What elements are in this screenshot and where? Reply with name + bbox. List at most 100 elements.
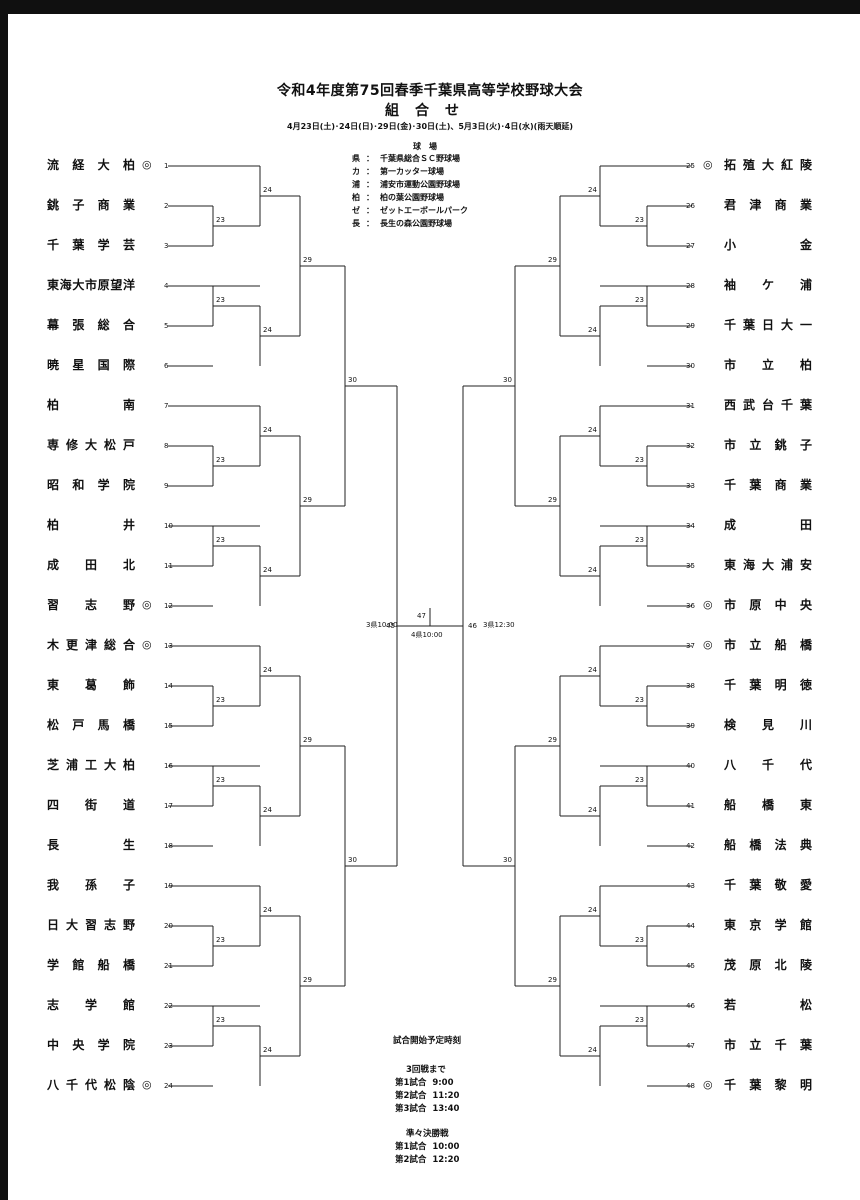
team-name: 八千代: [724, 758, 812, 772]
team-name: 東葛飾: [47, 678, 135, 692]
team-name: 検見川: [724, 718, 812, 732]
team-name: 成田北: [47, 558, 135, 572]
team-number: 38: [686, 682, 695, 690]
round-date-label: 29: [303, 256, 312, 264]
team-name: 昭和学院: [47, 478, 135, 492]
round-date-label: 24: [588, 806, 597, 814]
team-name: 習志野: [47, 598, 135, 612]
tournament-dates: 4月23日(土)･24日(日)･29日(金)･30日(土)、5月3日(火)･4日…: [287, 122, 573, 131]
schedule-row: 第1試合 10:00: [395, 1142, 460, 1152]
team-number: 17: [164, 802, 173, 810]
team-number: 34: [686, 522, 695, 530]
team-number: 48: [686, 1082, 695, 1090]
team-number: 39: [686, 722, 695, 730]
semifinal-left-date: 45: [386, 622, 395, 630]
team-number: 2: [164, 202, 169, 210]
team-name: 四街道: [47, 798, 135, 812]
team-number: 15: [164, 722, 173, 730]
semifinal-left-label: 3県10:00: [366, 621, 398, 629]
round-date-label: 29: [548, 256, 557, 264]
team-number: 43: [686, 882, 695, 890]
round-date-label: 23: [635, 696, 644, 704]
team-name: 市立銚子: [724, 438, 812, 452]
team-name: 千葉敬愛: [724, 878, 812, 892]
team-name: 船橋東: [724, 798, 812, 812]
round-date-label: 29: [548, 496, 557, 504]
team-number: 33: [686, 482, 695, 490]
team-name: 松戸馬橋: [47, 718, 135, 732]
round-date-label: 24: [263, 186, 272, 194]
seed-mark: ◎: [703, 1078, 713, 1091]
bracket-sheet: [8, 14, 860, 1200]
schedule-heading: 試合開始予定時刻: [393, 1036, 462, 1046]
team-name: 長生: [47, 838, 135, 852]
team-number: 8: [164, 442, 169, 450]
team-number: 18: [164, 842, 173, 850]
team-number: 3: [164, 242, 169, 250]
team-name: 船橋法典: [724, 838, 812, 852]
team-name: 我孫子: [47, 878, 135, 892]
team-number: 4: [164, 282, 169, 290]
round-date-label: 23: [635, 936, 644, 944]
team-number: 47: [686, 1042, 695, 1050]
round-date-label: 23: [216, 776, 225, 784]
venue-item: 県：千葉県総合ＳＣ野球場: [352, 154, 460, 163]
final-label: 4県10:00: [411, 631, 443, 639]
team-number: 5: [164, 322, 169, 330]
round-date-label: 30: [503, 856, 512, 864]
team-name: 柏井: [47, 518, 135, 532]
team-name: 学館船橋: [47, 958, 135, 972]
round-date-label: 30: [348, 856, 357, 864]
team-name: 暁星国際: [47, 358, 135, 372]
page-subtitle: 組合せ: [385, 103, 475, 119]
round-date-label: 30: [348, 376, 357, 384]
team-name: 千葉学芸: [47, 238, 135, 252]
team-name: 芝浦工大柏: [47, 758, 135, 772]
team-name: 中央学院: [47, 1038, 135, 1052]
round-date-label: 23: [635, 216, 644, 224]
round-date-label: 24: [263, 666, 272, 674]
team-number: 1: [164, 162, 169, 170]
venue-item: カ：第一カッター球場: [352, 167, 444, 176]
team-name: 幕張総合: [47, 318, 135, 332]
team-name: 市原中央: [724, 598, 812, 612]
round-date-label: 24: [588, 566, 597, 574]
round-date-label: 24: [588, 666, 597, 674]
round-date-label: 24: [588, 906, 597, 914]
team-number: 27: [686, 242, 695, 250]
semifinal-right-label: 3県12:30: [483, 621, 515, 629]
round-date-label: 23: [216, 536, 225, 544]
round-date-label: 23: [635, 1016, 644, 1024]
seed-mark: ◎: [142, 598, 152, 611]
venue-item: 柏：柏の葉公園野球場: [352, 193, 444, 202]
team-number: 22: [164, 1002, 173, 1010]
round-date-label: 29: [303, 496, 312, 504]
team-name: 千葉商業: [724, 478, 812, 492]
round-date-label: 30: [503, 376, 512, 384]
team-name: 専修大松戸: [47, 438, 135, 452]
team-name: 市立船橋: [724, 638, 812, 652]
seed-mark: ◎: [703, 598, 713, 611]
round-date-label: 24: [263, 1046, 272, 1054]
team-number: 31: [686, 402, 695, 410]
round-date-label: 24: [263, 906, 272, 914]
round-date-label: 29: [303, 976, 312, 984]
team-number: 12: [164, 602, 173, 610]
round-date-label: 23: [635, 456, 644, 464]
team-number: 46: [686, 1002, 695, 1010]
round-date-label: 23: [216, 936, 225, 944]
venue-item: ゼ：ゼットエーボールパーク: [352, 206, 468, 215]
team-number: 10: [164, 522, 173, 530]
team-number: 19: [164, 882, 173, 890]
team-number: 41: [686, 802, 695, 810]
team-number: 6: [164, 362, 169, 370]
round-date-label: 29: [548, 736, 557, 744]
team-number: 13: [164, 642, 173, 650]
round-date-label: 23: [635, 776, 644, 784]
team-number: 24: [164, 1082, 173, 1090]
team-number: 45: [686, 962, 695, 970]
team-name: 日大習志野: [47, 918, 135, 932]
team-number: 29: [686, 322, 695, 330]
round-date-label: 29: [303, 736, 312, 744]
team-number: 32: [686, 442, 695, 450]
